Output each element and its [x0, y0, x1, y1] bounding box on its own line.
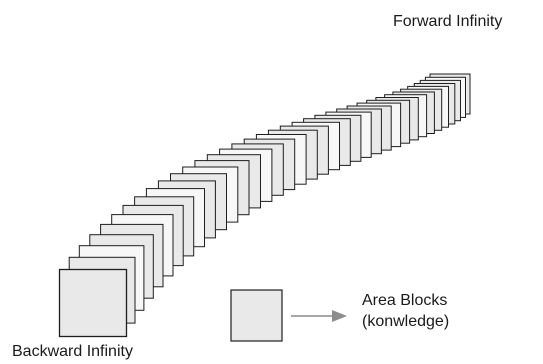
- legend-label-knowledge: (konwledge): [362, 313, 450, 330]
- forward-infinity-label: Forward Infinity: [393, 13, 503, 30]
- legend: [230, 289, 347, 342]
- area-block-chain: [58, 73, 471, 338]
- backward-infinity-label: Backward Infinity: [12, 343, 133, 360]
- legend-arrow-head: [332, 310, 347, 322]
- area-block: [58, 268, 128, 338]
- legend-label-area-blocks: Area Blocks: [362, 292, 448, 309]
- legend-block: [230, 289, 283, 342]
